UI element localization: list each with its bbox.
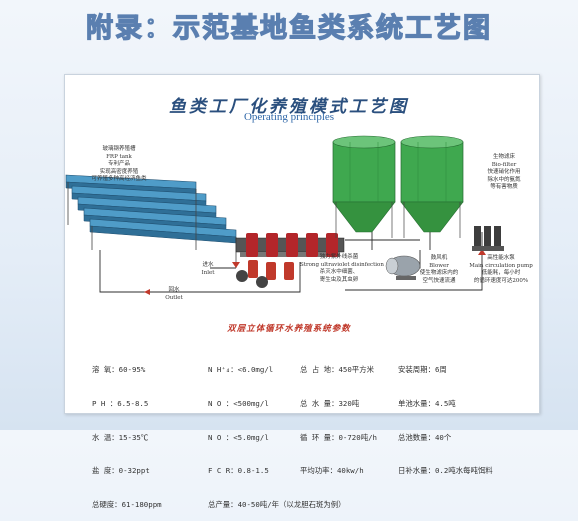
param-item: 日补水量：0.2吨水每吨饵料 xyxy=(398,466,493,476)
frp-tank-desc-3: 可养殖多种高经济鱼类 xyxy=(91,176,147,182)
uv-desc-1: 杀灭水中细菌、 xyxy=(319,269,359,275)
biofilter-label: 生物滤床 Bio-filter 快速硝化作用 除水中的氨氮 等有害物质 xyxy=(476,154,532,192)
diagram-title-cn: 鱼类工厂化养殖模式工艺图 xyxy=(169,97,409,117)
param-item: 总硬度：61-180ppm xyxy=(92,499,162,509)
frp-tank-rack xyxy=(65,174,237,262)
pump-name-cn: 高性能水泵 xyxy=(487,255,515,261)
param-item: 单池水量：4.5吨 xyxy=(398,399,456,408)
biofilter-desc-2: 除水中的氨氮 xyxy=(487,176,521,183)
pump-label: 高性能水泵 Main circulation pump 低能耗，每小时 的循环速… xyxy=(466,255,536,285)
outlet-en: Outlet xyxy=(165,294,183,301)
inlet-label: 进水 Inlet xyxy=(196,262,220,277)
inlet-cn: 进水 xyxy=(202,262,214,268)
param-item: P H ：6.5-8.5 xyxy=(92,399,149,408)
biofilter-tower xyxy=(332,135,396,238)
outlet-arrow xyxy=(144,289,150,295)
pump-desc-1: 低能耗，每小时 xyxy=(481,270,521,276)
diagram-title-en: Operating principles xyxy=(243,111,335,123)
blower-desc-1: 使生物滤床内的 xyxy=(419,270,459,276)
param-item: 总 水 量：320吨 xyxy=(300,399,360,408)
pump-desc-2: 的循环速度可达200% xyxy=(473,277,529,284)
param-item: 安装周期：6周 xyxy=(398,365,447,375)
param-item: N O ：<500mg/l xyxy=(208,399,269,408)
blower-name-en: Blower xyxy=(429,262,449,269)
pump-name-en: Main circulation pump xyxy=(469,262,533,269)
biofilter-desc-1: 快速硝化作用 xyxy=(487,169,521,175)
param-item: 水 温：15-35℃ xyxy=(92,432,149,442)
uv-name-cn: 独力紫外线杀菌 xyxy=(319,254,359,260)
inlet-arrow xyxy=(232,262,240,268)
param-item: N H⁺₄：<6.0mg/l xyxy=(208,365,274,375)
param-item: 总池数量：40个 xyxy=(398,432,452,442)
uv-disinfection-unit xyxy=(235,233,345,288)
return-arrow xyxy=(478,249,486,255)
param-item: 循 环 量：0-720吨/h xyxy=(300,432,377,442)
parameters-col-3: 总 占 地：450平方米 总 水 量：320吨 循 环 量：0-720吨/h 平… xyxy=(300,342,377,488)
param-item: 溶 氧：60-95% xyxy=(92,365,146,375)
inlet-en: Inlet xyxy=(201,269,215,276)
outlet-label: 回水 Outlet xyxy=(162,287,186,302)
uv-label: 独力紫外线杀菌 Strong ultraviolet disinfection … xyxy=(300,254,384,284)
parameters-col-1: 溶 氧：60-95% P H ：6.5-8.5 水 温：15-35℃ 盐 度：0… xyxy=(92,342,162,521)
frp-tank-name-cn: 玻璃钢养殖槽 xyxy=(102,146,136,152)
parameters-title: 双层立体循环水养殖系统参数 xyxy=(227,324,351,334)
uv-desc-2: 寄生虫及其虫卵 xyxy=(319,276,359,283)
frp-tank-desc-1: 专利产品 xyxy=(107,161,130,167)
biofilter-desc-3: 等有害物质 xyxy=(490,184,518,190)
frp-tank-label: 玻璃钢养殖槽 FRP tank 专利产品 实现高密度养殖 可养殖多种高经济鱼类 xyxy=(84,146,154,184)
process-diagram xyxy=(65,135,504,295)
param-item: 总 占 地：450平方米 xyxy=(300,365,374,375)
biofilter-name-cn: 生物滤床 xyxy=(492,154,515,160)
uv-name-en: Strong ultraviolet disinfection xyxy=(300,261,384,268)
blower-name-cn: 鼓风机 xyxy=(430,255,448,261)
blower-desc-2: 空气快速流通 xyxy=(422,277,456,284)
param-item: 总产量：40-50吨/年（以龙胆石斑为例） xyxy=(208,499,346,509)
parameters-col-4: 安装周期：6周 单池水量：4.5吨 总池数量：40个 日补水量：0.2吨水每吨饵… xyxy=(398,342,493,488)
blower-unit xyxy=(385,255,421,280)
slide-title: 附录：示范基地鱼类系统工艺图 xyxy=(85,12,492,44)
param-item: 平均功率：40kw/h xyxy=(300,466,364,476)
outlet-cn: 回水 xyxy=(168,287,180,293)
circulation-pumps xyxy=(472,226,504,251)
frp-tank-name-en: FRP tank xyxy=(106,153,132,160)
biofilter-tower xyxy=(400,135,464,238)
frp-tank-desc-2: 实现高密度养殖 xyxy=(99,168,139,175)
biofilter-name-en: Bio-filter xyxy=(491,161,517,168)
param-item: 盐 度：0-32ppt xyxy=(92,466,150,476)
water-pipes xyxy=(99,232,483,293)
blower-label: 鼓风机 Blower 使生物滤床内的 空气快速流通 xyxy=(412,255,466,285)
